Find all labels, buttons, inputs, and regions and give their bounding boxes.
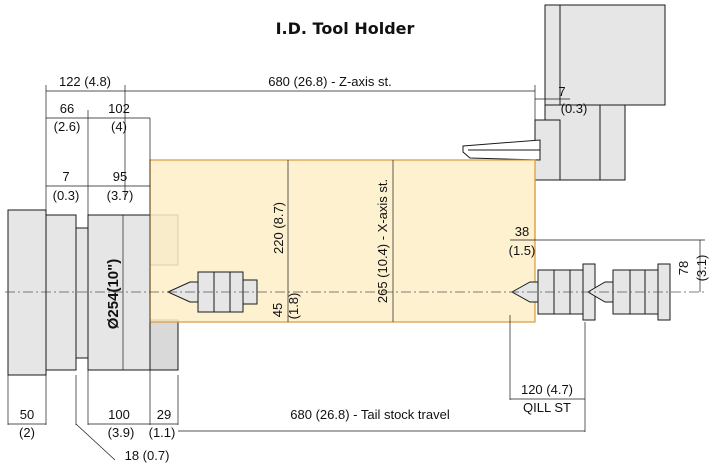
dim-50: 50: [20, 407, 34, 422]
dim-100: 100: [108, 407, 130, 422]
dim-66-inch: (2.6): [54, 119, 81, 134]
boring-bar: [462, 139, 541, 161]
dim-120: 120 (4.7): [521, 382, 573, 397]
dim-122: 122 (4.8): [59, 74, 111, 89]
dim-38-inch: (1.5): [509, 243, 536, 258]
dim-z-axis-stroke: 680 (26.8) - Z-axis st.: [268, 74, 392, 89]
dim-100-inch: (3.9): [108, 425, 135, 440]
dim-tail-stock-travel: 680 (26.8) - Tail stock travel: [290, 407, 450, 422]
dim-29: 29: [157, 407, 171, 422]
dim-102: 102: [108, 101, 130, 116]
dim-chuck-diameter: Ø254(10"): [105, 259, 122, 329]
dim-78: 78: [676, 261, 691, 275]
dim-18: 18 (0.7): [125, 448, 170, 463]
dim-95-inch: (3.7): [107, 188, 134, 203]
dim-45-inch: (1.8): [286, 293, 301, 320]
dim-7-chuck: 7: [62, 169, 69, 184]
dim-66: 66: [60, 101, 74, 116]
dim-7-chuck-inch: (0.3): [53, 188, 80, 203]
tailstock-center-1: [510, 263, 596, 321]
dim-102-inch: (4): [111, 119, 127, 134]
dim-78-inch: (3.1): [694, 255, 709, 282]
dim-x-axis-stroke: 265 (10.4) - X-axis st.: [375, 179, 390, 303]
dim-7-turret: 7: [558, 84, 565, 99]
diagram-title: I.D. Tool Holder: [276, 19, 415, 38]
turret-block: [534, 4, 666, 181]
dimension-lines: [7, 85, 705, 461]
dim-50-inch: (2): [19, 425, 35, 440]
dim-7-turret-inch: (0.3): [561, 101, 588, 116]
dim-95: 95: [113, 169, 127, 184]
dim-220: 220 (8.7): [271, 202, 286, 254]
dim-29-inch: (1.1): [149, 425, 176, 440]
dim-45: 45: [270, 303, 285, 317]
dim-38: 38: [515, 224, 529, 239]
dim-quill-stroke: QILL ST: [523, 400, 571, 415]
